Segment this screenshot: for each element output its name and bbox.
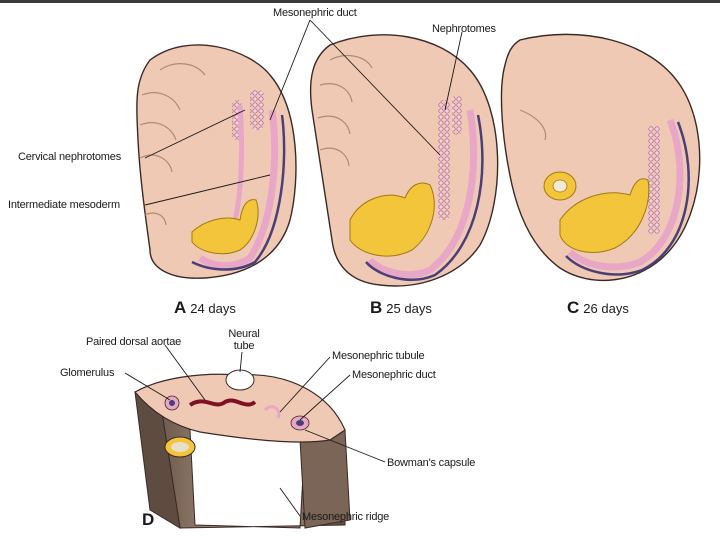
label-neural-tube-line2: tube: [233, 340, 255, 352]
label-neural-tube: Neural tube: [226, 328, 262, 352]
panel-letter-d: D: [142, 510, 155, 529]
panel-age: 24 days: [190, 301, 236, 316]
label-bowmans-capsule: Bowman's capsule: [387, 457, 476, 469]
label-mesonephric-duct-d: Mesonephric duct: [352, 369, 436, 381]
embryo-c: [500, 33, 701, 282]
top-rule: [0, 0, 720, 3]
label-mesonephric-ridge: Mesonephric ridge: [302, 511, 390, 523]
label-paired-dorsal-aortae: Paired dorsal aortae: [86, 336, 182, 348]
panel-letter: B: [370, 298, 383, 317]
label-glomerulus: Glomerulus: [60, 367, 115, 379]
label-neural-tube-line1: Neural: [228, 328, 260, 340]
leader-lines: [124, 19, 463, 517]
embryo-a: [136, 44, 297, 279]
panel-age: 26 days: [583, 301, 629, 316]
panel-letter: A: [174, 298, 187, 317]
panel-age: 25 days: [386, 301, 432, 316]
label-mesonephric-tubule: Mesonephric tubule: [332, 350, 425, 362]
embryo-b: [309, 34, 499, 287]
label-cervical-nephrotomes: Cervical nephrotomes: [18, 151, 121, 163]
label-intermediate-mesoderm: Intermediate mesoderm: [8, 199, 120, 211]
label-nephrotomes: Nephrotomes: [432, 23, 496, 35]
cross-section-d: [134, 369, 351, 529]
label-mesonephric-duct-top: Mesonephric duct: [273, 7, 357, 19]
panel-letter: C: [567, 298, 580, 317]
